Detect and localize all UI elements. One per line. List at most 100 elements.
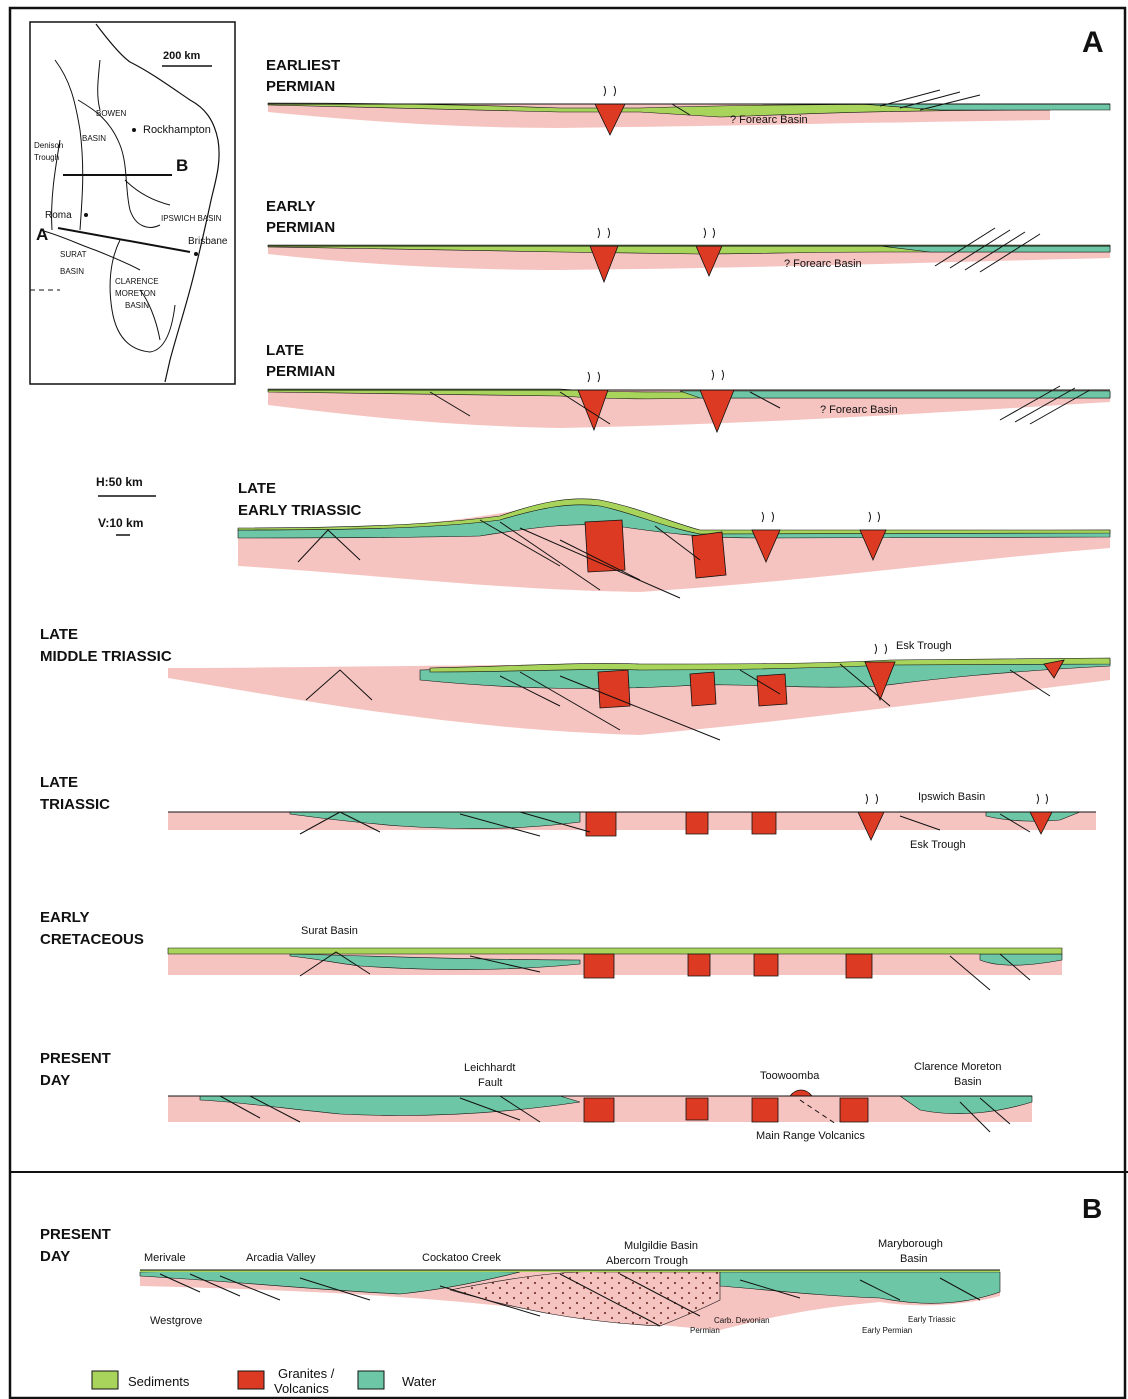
section-title-line2: PERMIAN [266,219,335,236]
panel-label-b: B [1082,1193,1102,1224]
main-range-volcanics [790,1090,812,1096]
section-title-line2: EARLY TRIASSIC [238,502,362,519]
section-title-line1: LATE [238,480,276,497]
section-late-early-triassic: LATE EARLY TRIASSIC [238,480,1110,598]
crust [238,507,1110,592]
granite-pluton [585,520,625,572]
label-leichhardt: Leichhardt [464,1062,515,1074]
eruption-mark [762,512,880,522]
map-label-surat: SURAT [60,250,87,259]
label-permian: Permian [690,1326,720,1335]
eruption-mark [604,86,616,96]
legend-label-granites: Granites / [278,1366,335,1381]
section-early-cretaceous: EARLY CRETACEOUS Surat Basin [40,909,1062,990]
granite-pluton [754,954,778,976]
map-point-a: A [36,225,48,244]
section-early-permian: EARLY PERMIAN ? Forearc Basin [266,198,1110,282]
label-forearc-basin: ? Forearc Basin [820,404,898,416]
map-label-ipswich: IPSWICH BASIN [161,214,222,223]
legend-swatch-water [358,1371,384,1389]
label-surat-basin: Surat Basin [301,925,358,937]
map-scale-label: 200 km [163,50,201,62]
map-label-trough: Trough [34,153,59,162]
section-b-title-line1: PRESENT [40,1226,111,1243]
scale-bars: H:50 km V:10 km [96,475,156,535]
map-label-moreton: MORETON [115,289,156,298]
section-title-line1: EARLIEST [266,57,340,74]
label-clarence-moreton: Clarence Moreton [914,1061,1001,1073]
label-mulgildie-basin: Mulgildie Basin [624,1240,698,1252]
granite-pluton [840,1098,868,1122]
granite-pluton [688,954,710,976]
rockhampton-dot [132,128,136,132]
section-title-line1: LATE [40,626,78,643]
eruption-mark [598,228,715,238]
section-title-line2: DAY [40,1072,70,1089]
map-label-brisbane: Brisbane [188,236,228,247]
label-early-permian: Early Permian [862,1326,912,1335]
granite-pluton [752,1098,778,1122]
section-late-middle-triassic: LATE MIDDLE TRIASSIC Esk Trough [40,626,1110,740]
section-earliest-permian: EARLIEST PERMIAN ? Forearc Basin [266,57,1110,135]
label-forearc-basin: ? Forearc Basin [784,258,862,270]
roma-dot [84,213,88,217]
label-merivale: Merivale [144,1252,186,1264]
granite-pluton [584,1098,614,1122]
granite-pluton [584,954,614,978]
legend: Sediments Granites / Volcanics Water [92,1366,437,1396]
section-title-line1: LATE [266,342,304,359]
granite-pluton [757,674,787,706]
label-toowoomba: Toowoomba [760,1070,820,1082]
granite-pluton [846,954,872,978]
section-title-line1: EARLY [40,909,89,926]
section-title-line1: LATE [40,774,78,791]
label-esk-trough: Esk Trough [896,640,952,652]
section-late-triassic: LATE TRIASSIC Ipswich Basin Esk Trough [40,774,1096,851]
section-late-permian: LATE PERMIAN ? Forearc Basin [266,342,1110,432]
map-label-bowen: BOWEN [96,109,126,118]
map-label-denison: Denison [34,141,63,150]
inset-map: 200 km BOWEN BASIN Denison Trough Rockha… [30,22,235,384]
inset-map-frame [30,22,235,384]
granite-pluton [690,672,716,706]
eruption-mark [875,644,887,654]
label-maryborough-basin: Basin [900,1253,928,1265]
label-cockatoo-creek: Cockatoo Creek [422,1252,501,1264]
label-westgrove: Westgrove [150,1315,202,1327]
label-esk-trough-lower: Esk Trough [910,839,966,851]
section-title-line2: MIDDLE TRIASSIC [40,648,172,665]
section-title-line2: TRIASSIC [40,796,110,813]
map-label-roma: Roma [45,210,72,221]
map-label-bowen-basin: BASIN [82,134,106,143]
section-b-present-day: PRESENT DAY Merivale Arcadia Valley Cock… [40,1226,1000,1335]
label-forearc-basin: ? Forearc Basin [730,114,808,126]
section-present-day-a: PRESENT DAY Leichhardt Fault Toowoomba C… [40,1050,1032,1142]
section-title-line2: PERMIAN [266,363,335,380]
map-label-rockhampton: Rockhampton [143,124,211,136]
legend-swatch-sediments [92,1371,118,1389]
section-title-line2: PERMIAN [266,78,335,95]
map-label-moreton-basin: BASIN [125,301,149,310]
scale-vertical: V:10 km [98,516,143,530]
map-label-clarence: CLARENCE [115,277,159,286]
label-early-triassic: Early Triassic [908,1315,956,1324]
section-title-line2: CRETACEOUS [40,931,144,948]
sediments [168,948,1062,954]
map-label-surat-basin: BASIN [60,267,84,276]
granite-pluton [586,812,616,836]
label-fault: Fault [478,1077,502,1089]
brisbane-dot [194,252,198,256]
label-basin: Basin [954,1076,982,1088]
label-maryborough: Maryborough [878,1238,943,1250]
legend-label-sediments: Sediments [128,1374,190,1389]
section-title-line1: PRESENT [40,1050,111,1067]
scale-horizontal: H:50 km [96,475,143,489]
label-ipswich-basin: Ipswich Basin [918,791,985,803]
section-title-line1: EARLY [266,198,315,215]
label-arcadia-valley: Arcadia Valley [246,1252,316,1264]
granite-pluton [752,812,776,834]
legend-swatch-granites [238,1371,264,1389]
eruption-mark [588,370,724,382]
